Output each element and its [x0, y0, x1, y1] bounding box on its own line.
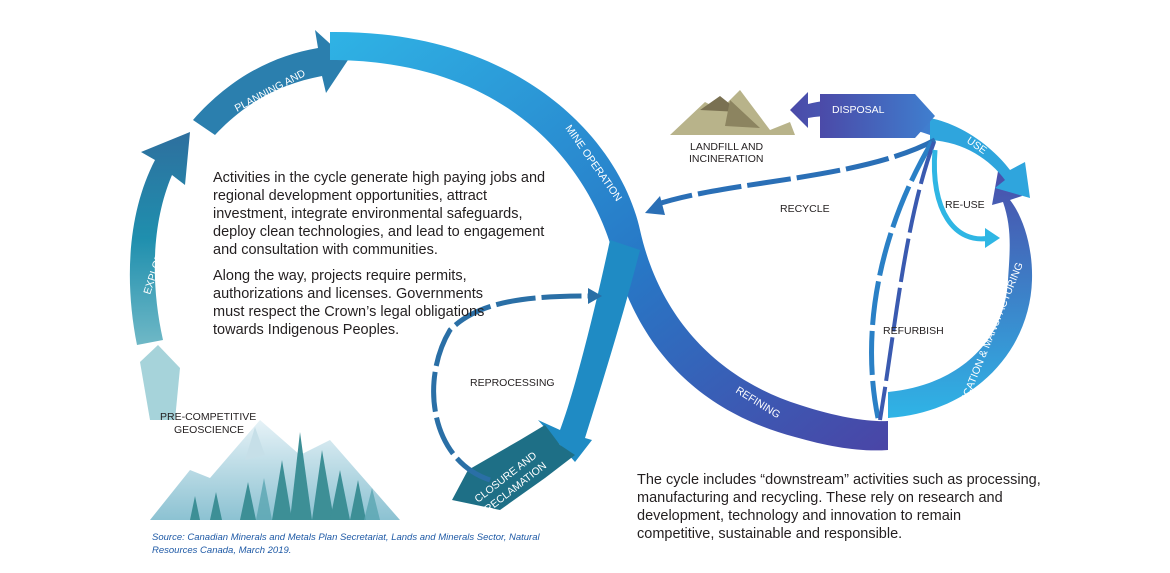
- label-recycle: RECYCLE: [780, 203, 830, 215]
- closure-reclamation-arrow: [452, 425, 575, 510]
- planning-construction-arrow: [193, 30, 348, 135]
- left-description-para1: Activities in the cycle generate high pa…: [213, 170, 546, 258]
- label-fabrication: FABRICATION & MANUFACTURING: [950, 261, 1026, 427]
- mine-operation-descending-band: [538, 240, 640, 462]
- refurbish-path-left: [869, 140, 935, 419]
- label-refurbish: REFURBISH: [883, 325, 944, 337]
- label-disposal: DISPOSAL: [832, 104, 885, 116]
- label-pre-1: PRE-COMPETITIVE: [160, 411, 256, 423]
- fabrication-manufacturing-arrow: [888, 160, 1033, 418]
- left-description-para2: Along the way, projects require permits,…: [213, 268, 485, 338]
- mountain-forest-illustration: [150, 420, 400, 520]
- label-reuse: RE-USE: [945, 199, 985, 211]
- right-description: The cycle includes “downstream” activiti…: [637, 472, 1041, 542]
- reprocessing-arrowhead: [588, 288, 602, 304]
- reprocessing-loop: [431, 293, 591, 483]
- disposal-band: [820, 94, 935, 138]
- source-citation: Source: Canadian Minerals and Metals Pla…: [152, 532, 540, 556]
- use-arrow: [930, 118, 1030, 198]
- recycle-path: [654, 137, 937, 208]
- landfill-mountain-icon: [670, 90, 795, 135]
- pre-competitive-geoscience-arrow: [140, 345, 180, 420]
- flow-labels: LANDFILL AND INCINERATION RECYCLE RE-USE…: [160, 141, 985, 436]
- label-reprocessing: REPROCESSING: [470, 377, 555, 389]
- reuse-loop: [931, 149, 991, 242]
- label-landfill-2: INCINERATION: [689, 153, 763, 165]
- label-pre-2: GEOSCIENCE: [174, 424, 244, 436]
- refurbish-path-right: [878, 141, 936, 421]
- exploration-feasibility-arrow: [129, 132, 190, 345]
- recycle-arrowhead: [645, 196, 665, 215]
- label-landfill-1: LANDFILL AND: [690, 141, 764, 153]
- reuse-arrowhead: [985, 228, 1000, 248]
